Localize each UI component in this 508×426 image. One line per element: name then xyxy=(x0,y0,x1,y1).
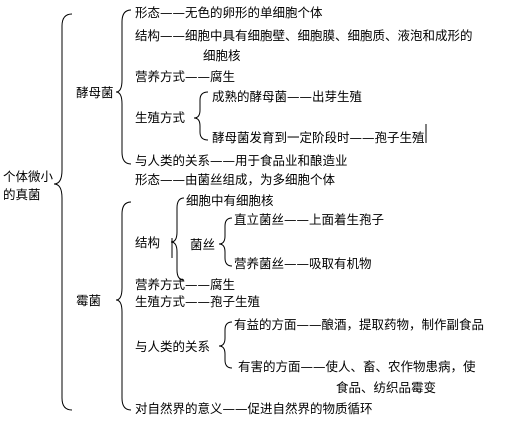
yeast-nutrition: 营养方式——腐生 xyxy=(135,69,236,84)
mold-title: 霉菌 xyxy=(76,293,102,308)
mold-structure-brace xyxy=(170,197,185,281)
yeast-relation: 与人类的关系——用于食品业和酿造业 xyxy=(135,153,348,168)
mold-hyphae: 菌丝 xyxy=(190,237,216,252)
yeast-reproduction: 生殖方式 xyxy=(135,110,186,125)
yeast-structure-line2: 细胞核 xyxy=(203,48,241,63)
mold-hyphae-item-2: 营养菌丝——吸取有机物 xyxy=(234,256,372,271)
main-brace xyxy=(53,13,73,411)
mold-benefit: 有益的方面——酿酒，提取药物，制作副食品 xyxy=(234,317,485,332)
yeast-structure-line1: 结构——细胞中具有细胞壁、细胞膜、细胞质、液泡和成形的 xyxy=(135,28,473,43)
mold-relation: 与人类的关系 xyxy=(135,339,211,354)
root-label-line1: 个体微小 xyxy=(3,169,54,184)
mold-harm-line2: 食品、纺织品霉变 xyxy=(336,380,437,395)
mold-brace xyxy=(115,201,132,411)
mold-structure: 结构 xyxy=(135,235,161,250)
mold-reproduction: 生殖方式——孢子生殖 xyxy=(135,294,261,309)
nature-significance: 对自然界的意义——促进自然界的物质循环 xyxy=(135,401,373,416)
yeast-repro-item-2: 酵母菌发育到一定阶段时——孢子生殖 xyxy=(212,130,425,145)
yeast-form: 形态——无色的卵形的单细胞个体 xyxy=(135,5,323,20)
relation-brace xyxy=(218,321,233,369)
mold-form: 形态——由菌丝组成，为多细胞个体 xyxy=(135,172,336,187)
yeast-repro-brace xyxy=(193,91,209,141)
hyphae-brace xyxy=(218,217,233,267)
yeast-repro-item-1: 成熟的酵母菌——出芽生殖 xyxy=(212,89,363,104)
mold-nutrition: 营养方式——腐生 xyxy=(135,277,236,292)
mold-cell: 细胞中有细胞核 xyxy=(186,193,274,208)
yeast-brace xyxy=(115,9,132,165)
mold-hyphae-item-1: 直立菌丝——上面着生孢子 xyxy=(234,212,385,227)
root-label-line2: 的真菌 xyxy=(3,187,41,202)
yeast-title: 酵母菌 xyxy=(76,85,114,100)
mold-harm-line1: 有害的方面——使人、畜、农作物患病，使 xyxy=(238,359,476,374)
